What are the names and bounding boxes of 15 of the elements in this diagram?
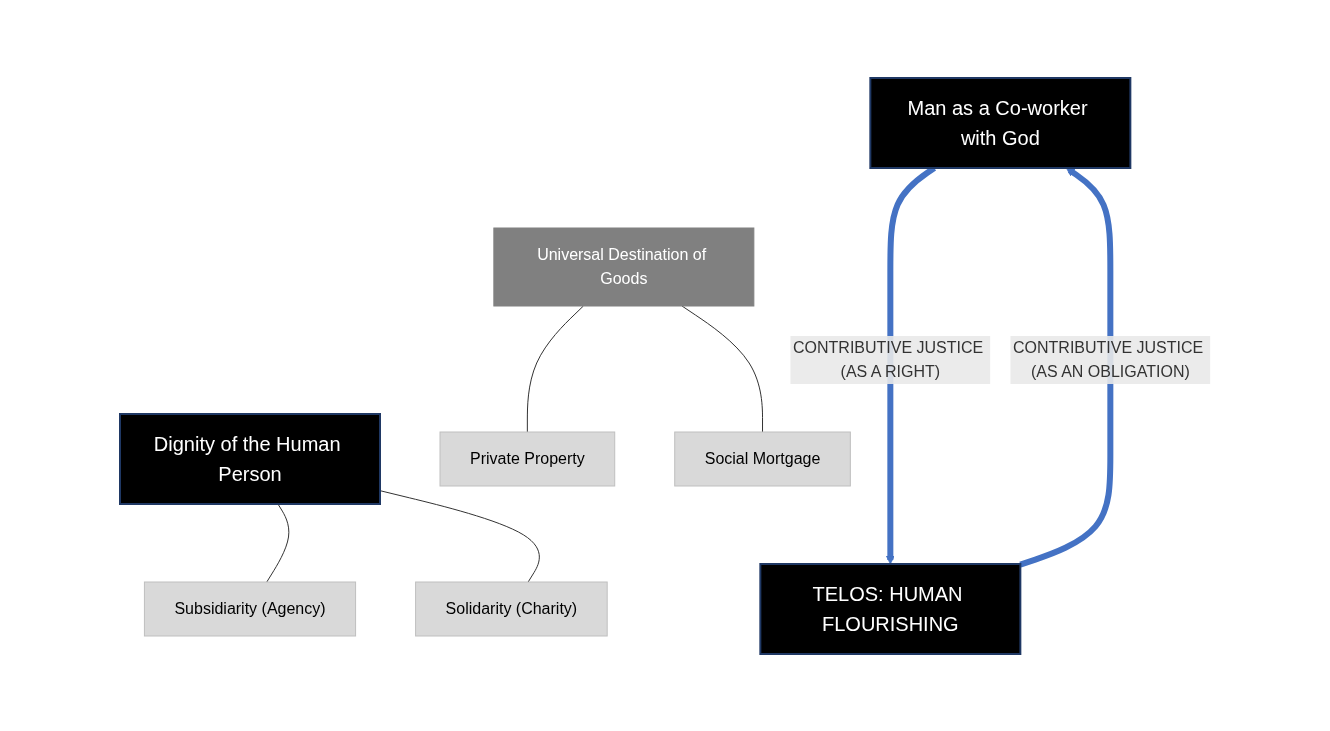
node-box: Subsidiarity (Agency) [143, 581, 356, 636]
edge-label: CONTRIBUTIVE JUSTICE (AS A RIGHT) [792, 338, 984, 380]
connector-line [379, 489, 540, 582]
node-box: Universal Destination of Goods [493, 227, 755, 306]
node-box: Dignity of the Human Person [118, 412, 381, 505]
connector-line [526, 305, 584, 432]
connector-line [681, 305, 763, 432]
node-box: Man as a Co-worker with God [869, 76, 1132, 169]
node-box: TELOS: HUMAN FLOURISHING [759, 562, 1022, 655]
connector-line [266, 503, 290, 582]
node-box: Solidarity (Charity) [414, 581, 608, 636]
edge-label: CONTRIBUTIVE JUSTICE (AS AN OBLIGATION) [1012, 338, 1204, 380]
curved-arrow [1019, 167, 1114, 567]
node-box: Social Mortgage [674, 431, 851, 486]
node-box: Private Property [439, 431, 616, 486]
